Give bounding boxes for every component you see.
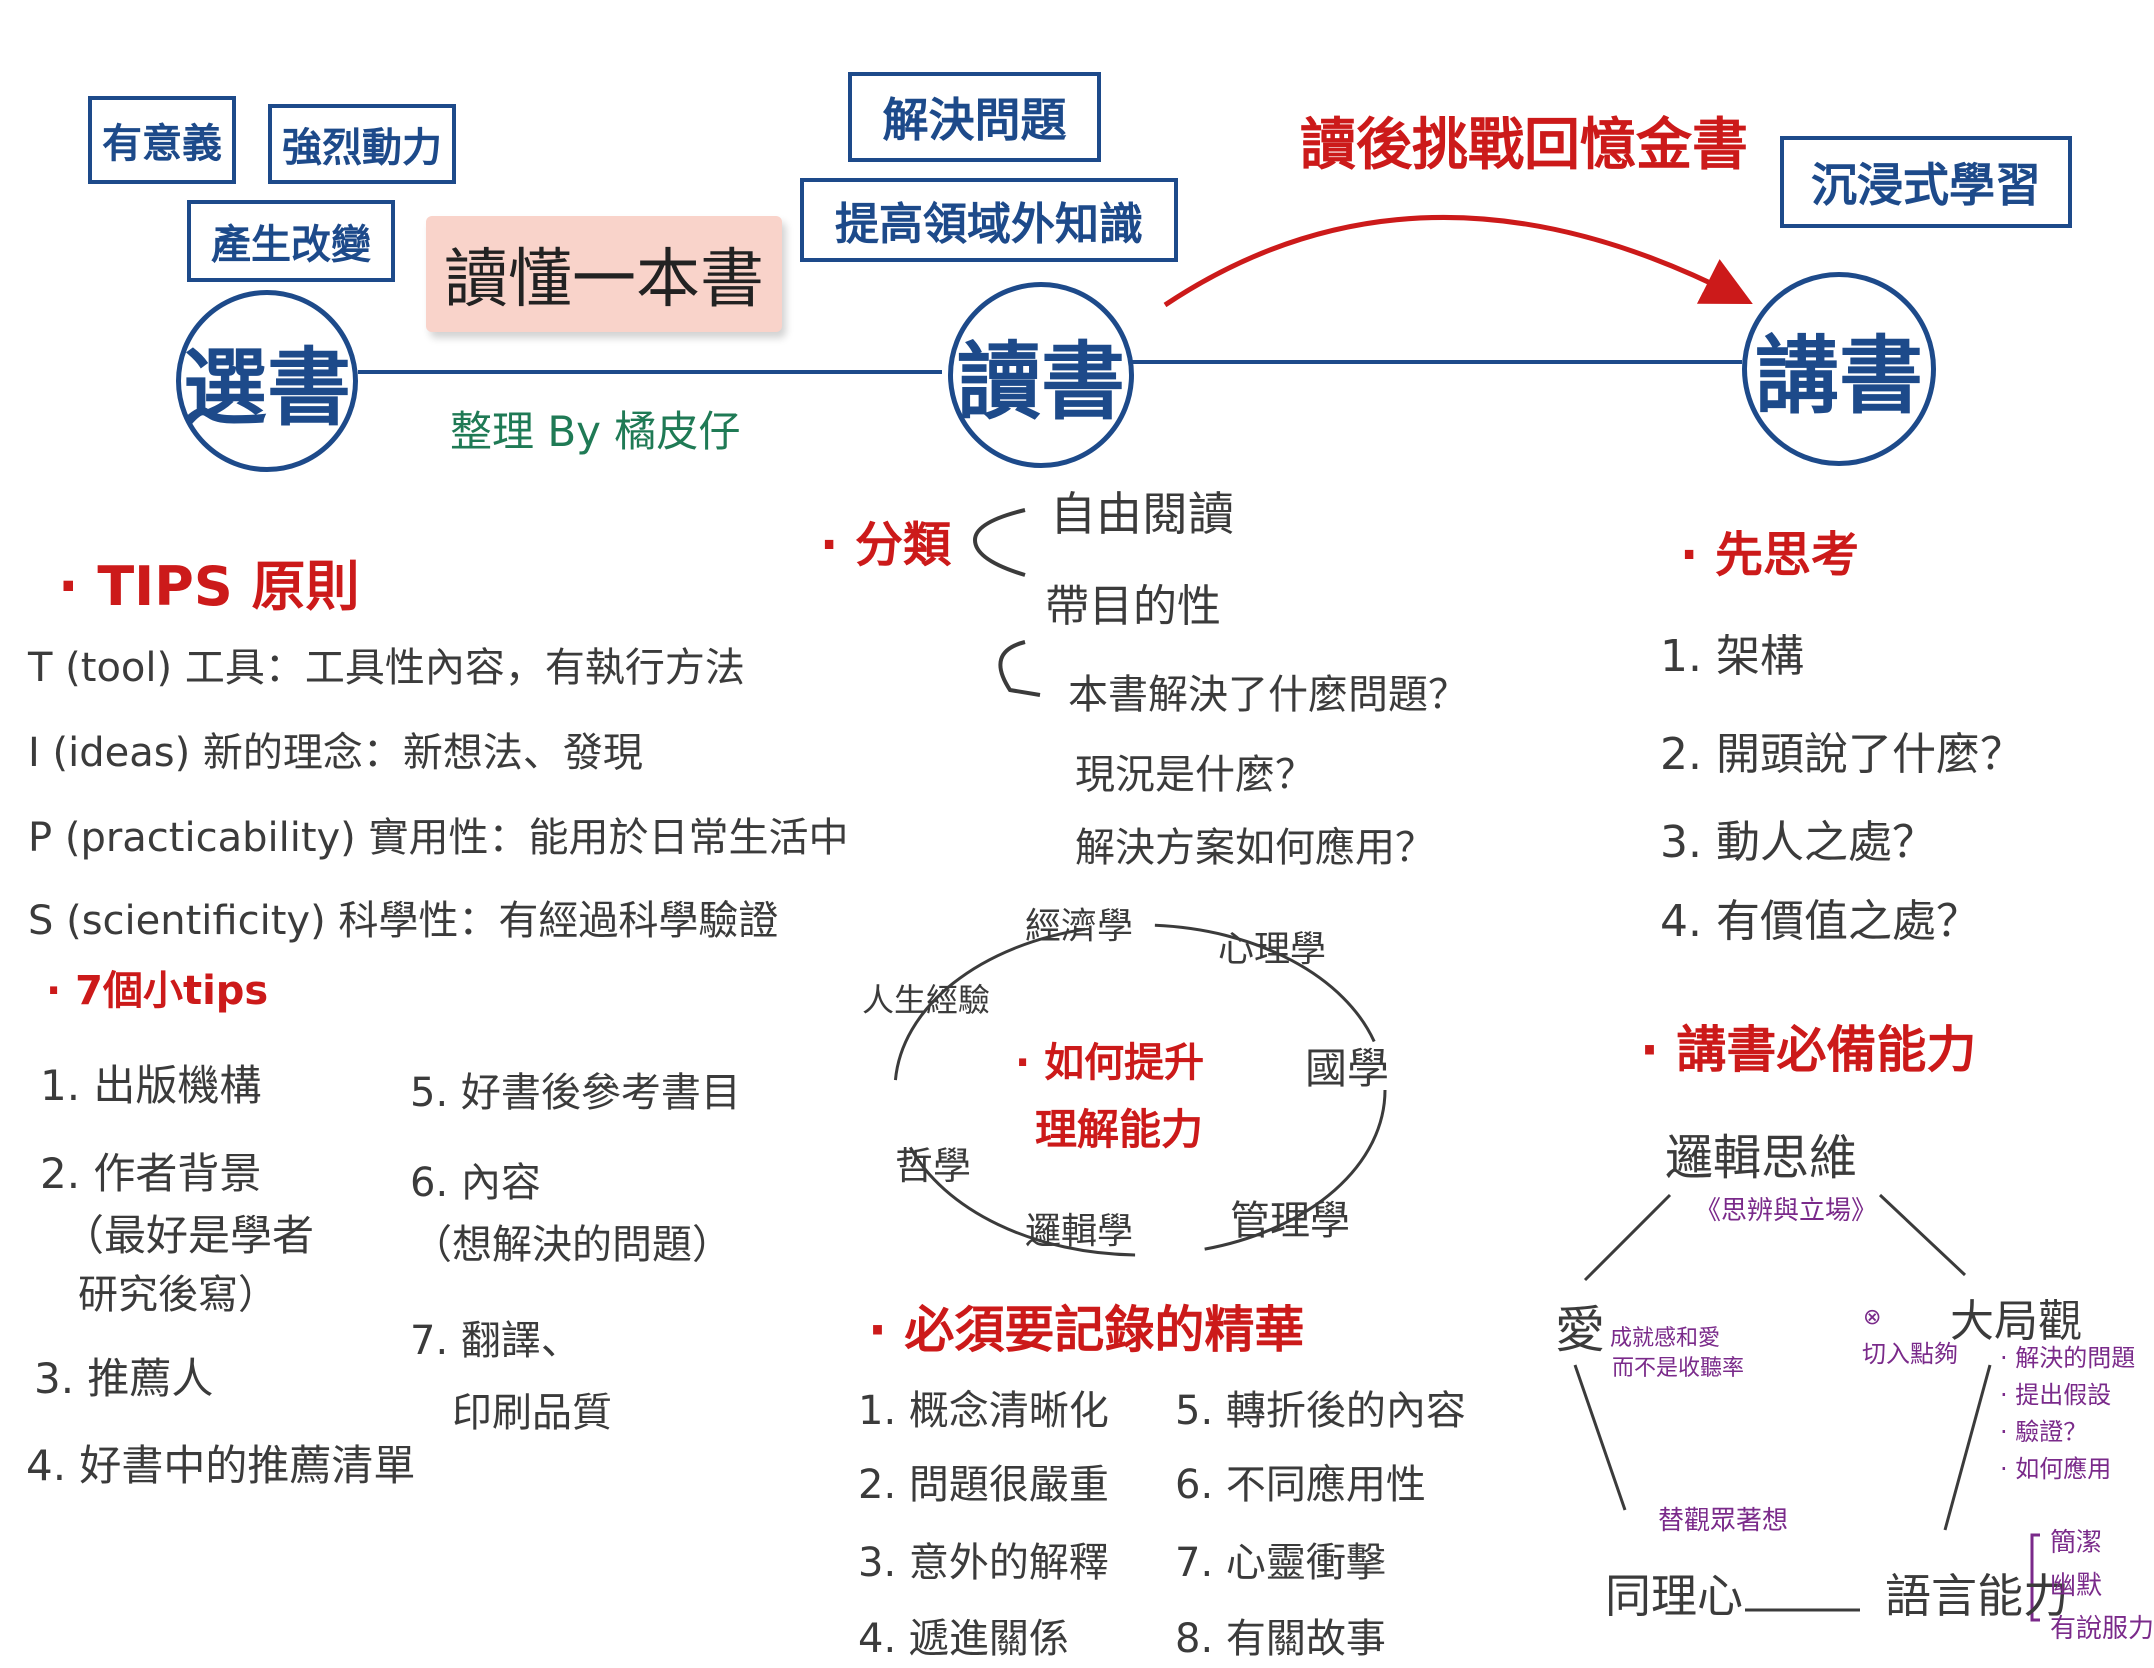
classify-question: 現況是什麼？ [1075, 752, 1315, 798]
small-tip: 4. 好書中的推薦清單 [26, 1441, 416, 1490]
big-note-mark: ⊗ [1863, 1305, 1882, 1330]
classify-bracket [972, 508, 1026, 577]
ability-logic: 邏輯思維 [1665, 1130, 1858, 1186]
speech-list-item: 有說服力 [2050, 1614, 2154, 1644]
essence-item: 1. 概念清晰化 [858, 1388, 1109, 1434]
big-list-item: · 如何應用 [2000, 1455, 2112, 1483]
ability-love: 愛 [1555, 1301, 1605, 1359]
essence-heading: · 必須要記錄的精華 [868, 1301, 1305, 1359]
ability-empathy-note: 替觀眾著想 [1658, 1506, 1789, 1536]
ring-item-life: 人生經驗 [862, 981, 991, 1019]
ring-item-management: 管理學 [1230, 1198, 1350, 1244]
tag-solve: 解決問題 [848, 72, 1101, 162]
small-tip: （想解決的問題） [412, 1222, 732, 1268]
challenge-arrow [1163, 215, 1753, 308]
ring-item-logic: 邏輯學 [1025, 1211, 1134, 1252]
essence-item: 7. 心靈衝擊 [1175, 1540, 1386, 1586]
small-tip: 7. 翻譯、 [410, 1318, 581, 1364]
think-item: 2. 開頭說了什麼？ [1660, 729, 2024, 780]
ring-item-sinology: 國學 [1305, 1044, 1390, 1093]
tips-item: P (practicability) 實用性：能用於日常生活中 [28, 815, 849, 861]
classify-question: 本書解決了什麼問題？ [1068, 672, 1468, 718]
classify-question: 解決方案如何應用？ [1075, 825, 1435, 871]
ability-love-note: 成就感和愛 [1610, 1326, 1721, 1351]
ability-big-note: 切入點夠 [1862, 1340, 1958, 1368]
ability-big-picture: 大局觀 [1950, 1296, 2082, 1347]
small-tip: 2. 作者背景 [40, 1149, 262, 1198]
essence-item: 3. 意外的解釋 [858, 1540, 1109, 1586]
node-talk: 講書 [1742, 272, 1936, 466]
big-list-item: · 驗證？ [2000, 1418, 2088, 1446]
tips-heading: · TIPS 原則 [58, 555, 360, 618]
think-item: 3. 動人之處？ [1660, 817, 1936, 868]
essence-item: 4. 遞進關係 [858, 1616, 1069, 1662]
think-item: 4. 有價值之處？ [1660, 896, 1980, 947]
ability-speech: 語言能力 [1885, 1569, 2069, 1623]
small-tip: 印刷品質 [452, 1390, 612, 1436]
ability-logic-note: 《思辨與立場》 [1695, 1196, 1878, 1226]
ring-item-philosophy: 哲學 [895, 1144, 972, 1188]
essence-item: 2. 問題很嚴重 [858, 1462, 1109, 1508]
essence-item: 6. 不同應用性 [1175, 1462, 1426, 1508]
abilities-heading: · 講書必備能力 [1640, 1021, 1977, 1079]
ring-center-line2: 理解能力 [1035, 1105, 1204, 1154]
ring-center-line1: · 如何提升 [1015, 1040, 1205, 1086]
ring-item-psychology: 心理學 [1218, 929, 1327, 970]
big-list-item: · 提出假設 [2000, 1381, 2112, 1409]
think-item: 1. 架構 [1660, 631, 1804, 682]
essence-item: 5. 轉折後的內容 [1175, 1388, 1466, 1434]
tips-item: T (tool) 工具：工具性內容，有執行方法 [28, 645, 745, 691]
small-tip: 1. 出版機構 [40, 1061, 262, 1110]
purpose-arrow [998, 640, 1041, 697]
pentagon-edge-2 [1878, 1193, 1967, 1277]
pentagon-edge-4 [1943, 1364, 1992, 1531]
tips-item: S (scientificity) 科學性：有經過科學驗證 [28, 898, 779, 944]
tips-item: I (ideas) 新的理念：新想法、發現 [28, 730, 643, 776]
small-tip: 5. 好書後參考書目 [410, 1070, 741, 1116]
credit-label: 整理 By 橘皮仔 [450, 407, 741, 456]
small-tips-heading: · 7個小tips [46, 968, 269, 1014]
ability-love-note: 而不是收聽率 [1612, 1356, 1745, 1381]
small-tip: 3. 推薦人 [34, 1354, 214, 1403]
tag-knowledge: 提高領域外知識 [800, 178, 1178, 262]
understanding-ring [893, 923, 1387, 1257]
node-read: 讀書 [948, 282, 1134, 468]
speech-bracket [2030, 1533, 2040, 1622]
big-list-item: · 解決的問題 [2000, 1344, 2136, 1372]
small-tip: 6. 內容 [410, 1160, 541, 1206]
node-choose: 選書 [176, 290, 358, 472]
ring-item-economics: 經濟學 [1025, 906, 1134, 947]
speech-list-item: 簡潔 [2050, 1528, 2103, 1558]
page-title: 讀懂一本書 [426, 216, 782, 332]
small-tip: 研究後寫） [78, 1272, 278, 1318]
essence-item: 8. 有關故事 [1175, 1616, 1386, 1662]
pentagon-edge-1 [1583, 1193, 1672, 1282]
ability-empathy: 同理心 [1605, 1569, 1743, 1623]
tag-change: 產生改變 [187, 200, 395, 282]
small-tip: （最好是學者 [62, 1211, 315, 1260]
classify-purpose: 帶目的性 [1045, 581, 1221, 632]
challenge-label: 讀後挑戰回憶金書 [1300, 113, 1748, 178]
classify-heading: · 分類 [820, 517, 951, 573]
speech-list-item: 幽默 [2050, 1571, 2103, 1601]
tag-meaning: 有意義 [88, 96, 236, 184]
pentagon-edge-3 [1573, 1364, 1627, 1511]
tag-motivation: 強烈動力 [268, 104, 456, 184]
think-heading: · 先思考 [1680, 527, 1859, 583]
classify-free: 自由閱讀 [1050, 487, 1234, 541]
tag-immersive: 沉浸式學習 [1780, 136, 2072, 228]
